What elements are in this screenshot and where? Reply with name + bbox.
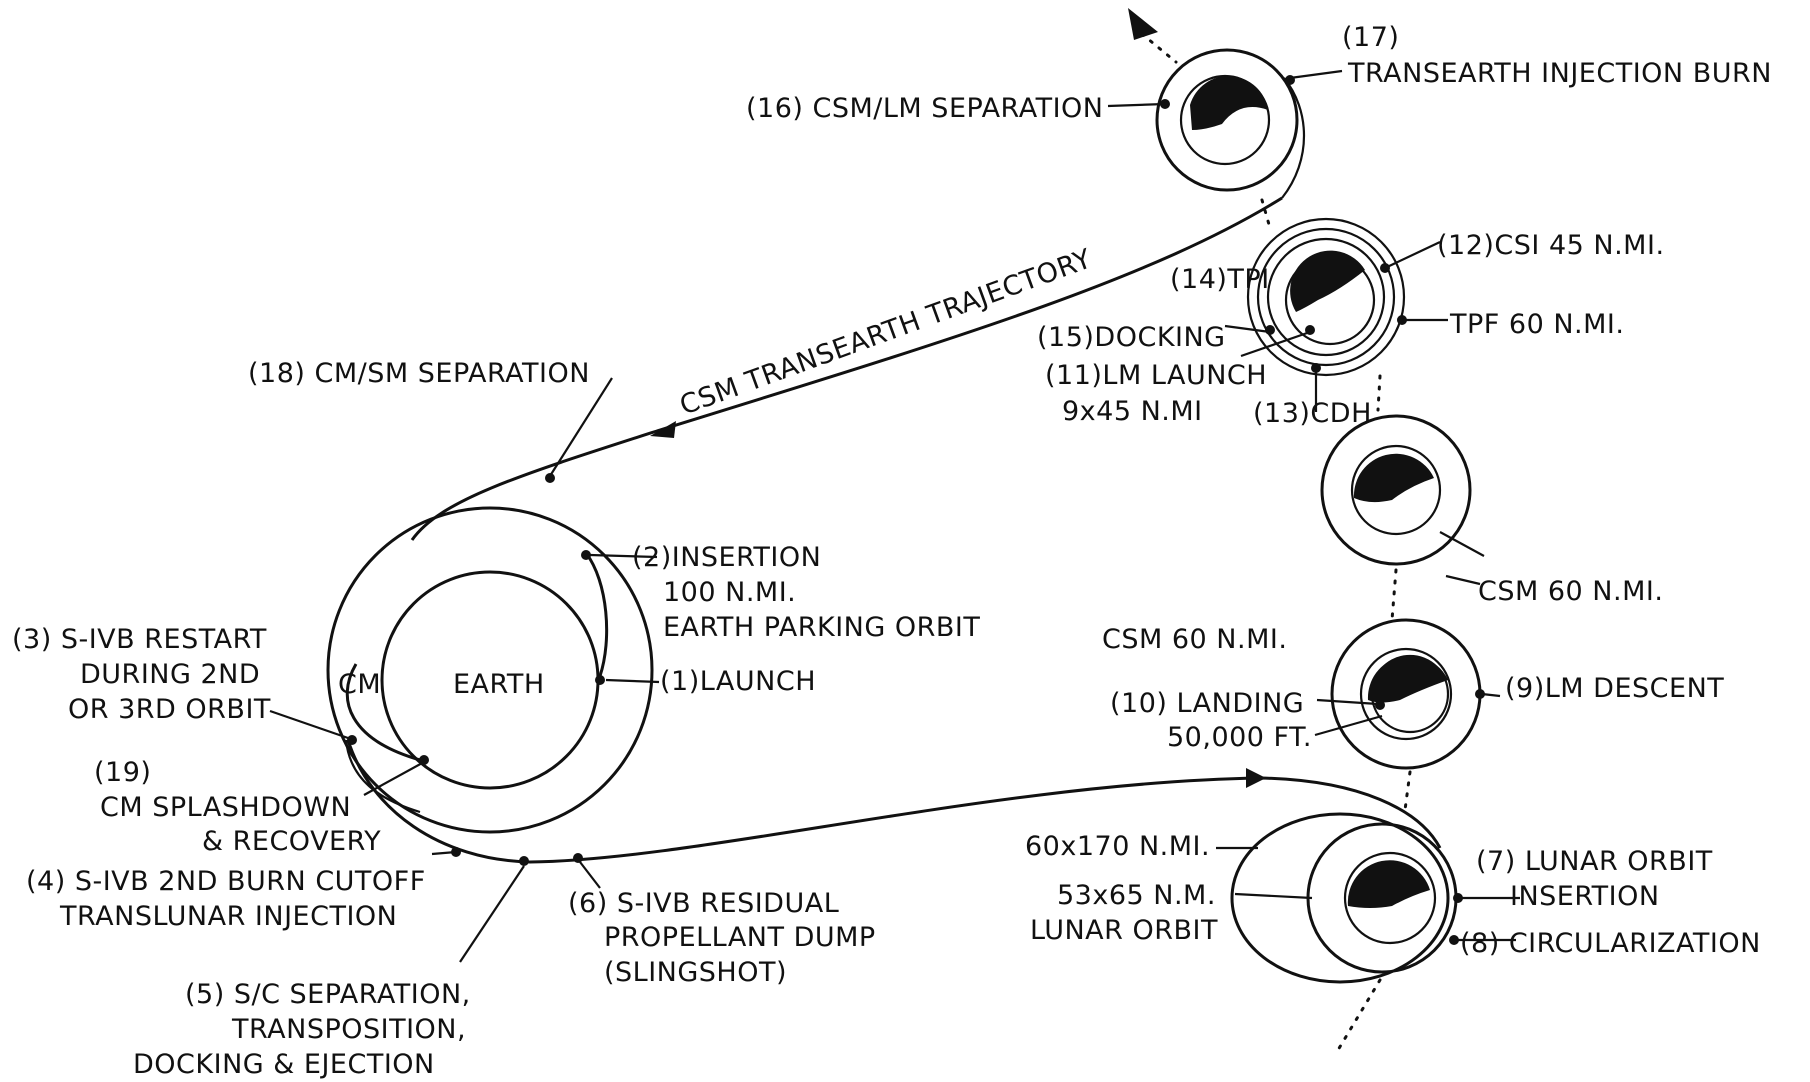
tpf-label: TPF 60 N.MI. bbox=[1449, 309, 1624, 340]
tli-cutoff-label: (4) S-IVB 2ND BURN CUTOFF bbox=[26, 866, 426, 897]
cm-sm-separation-label: (18) CM/SM SEPARATION bbox=[248, 358, 590, 389]
cm-entry-path bbox=[345, 663, 421, 762]
restart-label: (3) S-IVB RESTART bbox=[12, 624, 267, 655]
sc-separation-point bbox=[519, 856, 529, 866]
tei-label: TRANSEARTH INJECTION BURN bbox=[1347, 58, 1772, 89]
translunar-arrow bbox=[1246, 768, 1266, 788]
csi-label: (12)CSI 45 N.MI. bbox=[1437, 230, 1665, 261]
parking-orbit-label: EARTH PARKING ORBIT bbox=[663, 612, 980, 643]
cm-label: CM bbox=[338, 669, 381, 700]
dotted-link-5 bbox=[1336, 978, 1382, 1052]
slingshot-label: (6) S-IVB RESIDUAL bbox=[568, 888, 839, 919]
tli-label: TRANSLUNAR INJECTION bbox=[59, 901, 397, 932]
transearth-trajectory-path bbox=[410, 196, 1283, 541]
departure-dotted-line bbox=[1140, 32, 1178, 64]
landing-label: (10) LANDING bbox=[1110, 688, 1304, 719]
dotted-link-4 bbox=[1403, 770, 1412, 812]
elliptical-orbit-label: 60x170 N.MI. bbox=[1025, 831, 1210, 862]
restart-orbit-label-2: OR 3RD ORBIT bbox=[68, 694, 271, 725]
earth-label: EARTH bbox=[453, 669, 545, 700]
cm-return-path bbox=[344, 739, 421, 814]
recovery-label: & RECOVERY bbox=[202, 826, 381, 857]
csm-60-orbit-label-2: CSM 60 N.MI. bbox=[1102, 624, 1287, 655]
dotted-link-2 bbox=[1376, 374, 1382, 412]
launch-point bbox=[595, 675, 605, 685]
propellant-dump-label: PROPELLANT DUMP bbox=[604, 922, 876, 953]
circularization-label: (8) CIRCULARIZATION bbox=[1460, 928, 1761, 959]
lunar-orbit-altitude-label: 53x65 N.M. bbox=[1057, 880, 1216, 911]
splashdown-number-label: (19) bbox=[94, 757, 151, 788]
translunar-injection-path bbox=[346, 739, 1442, 864]
cm-sm-separation-point bbox=[545, 473, 555, 483]
restart-point bbox=[347, 735, 357, 745]
transearth-arrow bbox=[650, 421, 676, 438]
lm-launch-label: (11)LM LAUNCH bbox=[1045, 360, 1267, 391]
docking-label: (15)DOCKING bbox=[1037, 322, 1226, 353]
labels: EARTH CM (1)LAUNCH (2)INSERTION 100 N.MI… bbox=[12, 22, 1772, 1080]
launch-ascent-path bbox=[584, 552, 609, 677]
restart-orbit-label: DURING 2ND bbox=[80, 659, 260, 690]
launch-label: (1)LAUNCH bbox=[660, 666, 816, 697]
departure-arrow bbox=[1128, 8, 1158, 40]
earth-system bbox=[326, 473, 1442, 866]
earth-parking-orbit bbox=[326, 506, 654, 834]
cdh-label: (13)CDH bbox=[1253, 398, 1372, 429]
sc-separation-label: (5) S/C SEPARATION, bbox=[185, 979, 471, 1010]
landing-altitude-label: 50,000 FT. bbox=[1167, 722, 1312, 753]
slingshot-point bbox=[573, 853, 583, 863]
tei-number-label: (17) bbox=[1342, 22, 1399, 53]
leader-lines bbox=[269, 69, 1520, 963]
transposition-label: TRANSPOSITION, bbox=[231, 1014, 466, 1045]
lm-descent-label: (9)LM DESCENT bbox=[1505, 673, 1724, 704]
loi-label: (7) LUNAR ORBIT bbox=[1476, 846, 1713, 877]
splashdown-label: CM SPLASHDOWN bbox=[100, 792, 351, 823]
moon-stage-transearth bbox=[1155, 48, 1306, 199]
insertion-point bbox=[581, 550, 591, 560]
tpi-label: (14)TPI bbox=[1170, 264, 1270, 295]
slingshot-paren-label: (SLINGSHOT) bbox=[604, 957, 787, 988]
dotted-link-1 bbox=[1260, 198, 1272, 230]
loi-insertion-label: INSERTION bbox=[1510, 881, 1660, 912]
moon-stage-loi bbox=[1230, 812, 1463, 984]
lunar-orbit-label: LUNAR ORBIT bbox=[1030, 915, 1218, 946]
moon-stage-rendezvous bbox=[1246, 217, 1407, 377]
moon-stage-csm60 bbox=[1320, 414, 1472, 566]
moon-stage-descent bbox=[1330, 618, 1485, 770]
csm-lm-separation-label: (16) CSM/LM SEPARATION bbox=[746, 93, 1103, 124]
transearth-trajectory-label: CSM TRANSEARTH TRAJECTORY bbox=[676, 243, 1096, 421]
docking-ejection-label: DOCKING & EJECTION bbox=[133, 1049, 435, 1080]
insertion-altitude-label: 100 N.MI. bbox=[663, 577, 796, 608]
csm-60-orbit-label-1: CSM 60 N.MI. bbox=[1478, 576, 1663, 607]
insertion-label: (2)INSERTION bbox=[632, 542, 821, 573]
lm-launch-orbit-label: 9x45 N.MI bbox=[1062, 396, 1203, 427]
dotted-link-3 bbox=[1390, 568, 1398, 622]
